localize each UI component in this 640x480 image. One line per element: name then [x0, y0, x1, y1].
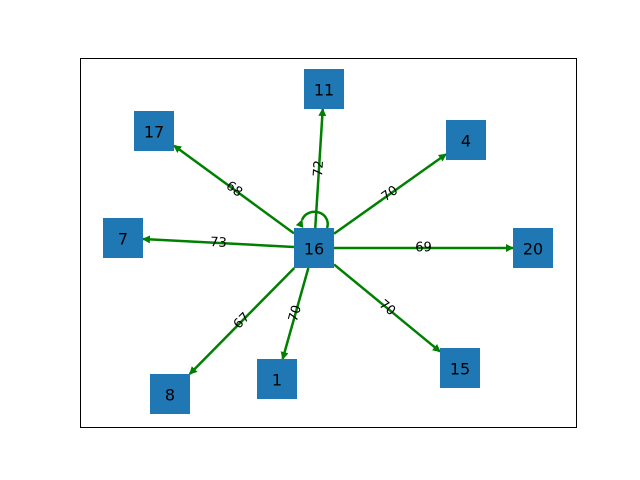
edge-16-4 — [333, 153, 447, 235]
node-label: 20 — [523, 240, 543, 259]
node-label: 1 — [272, 371, 282, 390]
node-box — [150, 374, 190, 414]
node-label: 7 — [118, 230, 128, 249]
node-7[interactable]: 7 — [103, 218, 143, 258]
edge-weight-label: 73 — [210, 235, 227, 251]
node-box — [446, 120, 486, 160]
node-label: 16 — [304, 240, 324, 259]
node-box — [257, 359, 297, 399]
edge-weight-label: 69 — [415, 241, 432, 256]
node-box — [513, 228, 553, 268]
node-box — [304, 69, 344, 109]
edge-16-15 — [333, 263, 441, 353]
node-box — [134, 111, 174, 151]
edge-weight-label: 72 — [311, 160, 327, 177]
edge-weight-label: 70 — [379, 183, 401, 205]
node-11[interactable]: 11 — [304, 69, 344, 109]
plot-frame — [80, 58, 577, 428]
edge-16-7 — [142, 235, 295, 249]
node-8[interactable]: 8 — [150, 374, 190, 414]
edges-layer — [142, 108, 514, 375]
node-17[interactable]: 17 — [134, 111, 174, 151]
node-label: 17 — [144, 123, 164, 142]
edge-16-8 — [188, 267, 296, 375]
nodes-layer: 16 11 17 4 7 20 8 1 15 — [103, 69, 553, 414]
edge-16-11 — [314, 108, 327, 229]
node-label: 8 — [165, 386, 175, 405]
edge-16-1 — [280, 267, 310, 360]
node-1[interactable]: 1 — [257, 359, 297, 399]
node-4[interactable]: 4 — [446, 120, 486, 160]
edge-16-17 — [173, 144, 295, 235]
node-15[interactable]: 15 — [440, 348, 480, 388]
node-box — [294, 228, 334, 268]
node-20[interactable]: 20 — [513, 228, 553, 268]
edge-weight-label: 68 — [223, 179, 245, 201]
self-loop-edge-16 — [295, 210, 329, 229]
node-label: 4 — [461, 132, 471, 151]
node-box — [440, 348, 480, 388]
edge-weight-label: 70 — [286, 303, 305, 323]
node-16[interactable]: 16 — [294, 228, 334, 268]
node-label: 11 — [314, 81, 334, 100]
node-box — [103, 218, 143, 258]
node-label: 15 — [450, 360, 470, 379]
